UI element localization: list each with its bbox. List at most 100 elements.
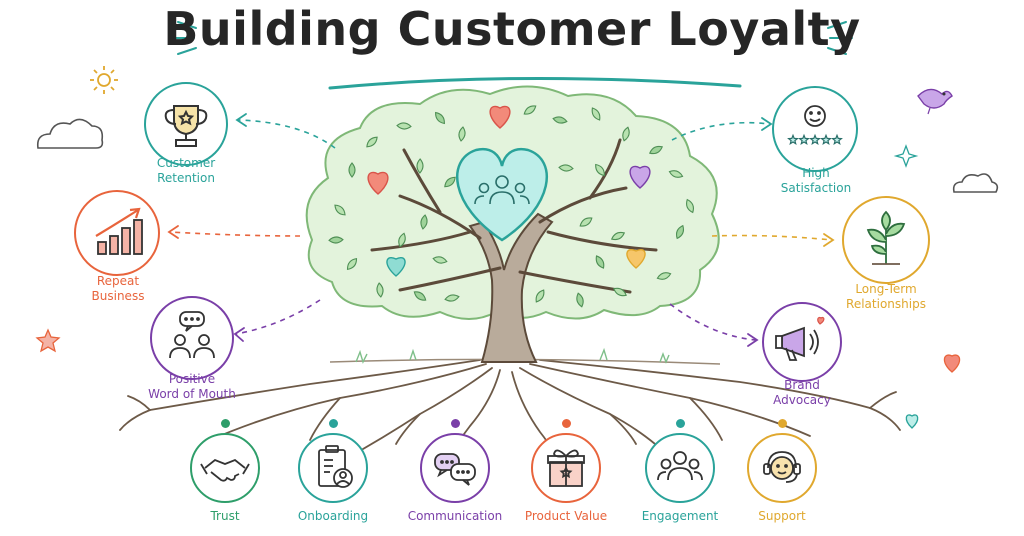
leaf bbox=[396, 122, 412, 130]
leaf bbox=[610, 231, 626, 241]
leaf bbox=[458, 126, 466, 142]
leaf bbox=[656, 272, 672, 280]
smiley-stars-icon bbox=[787, 105, 843, 146]
star-icon bbox=[787, 133, 799, 146]
outcome-label: High bbox=[802, 166, 830, 180]
outcome-label: Satisfaction bbox=[780, 181, 852, 195]
heart-icon bbox=[386, 257, 406, 277]
root-node-label: Product Value bbox=[524, 509, 608, 523]
leaf bbox=[523, 105, 537, 115]
root-node-label: Support bbox=[758, 509, 806, 523]
connector-lines bbox=[169, 119, 833, 341]
root-node-ring bbox=[645, 433, 715, 503]
leaf bbox=[595, 163, 605, 177]
bird-icon bbox=[917, 88, 953, 115]
page-title: Building Customer Loyalty bbox=[163, 2, 861, 56]
megaphone-icon bbox=[775, 316, 825, 361]
leaf bbox=[435, 111, 445, 125]
root-node-dot bbox=[328, 419, 338, 428]
outcome-label: Relationships bbox=[846, 297, 926, 311]
outcome-label: Customer bbox=[156, 156, 216, 170]
title-flourish-right bbox=[827, 21, 853, 55]
star-icon bbox=[831, 133, 843, 146]
sun-icon bbox=[90, 66, 118, 94]
outcome-label: Word of Mouth bbox=[148, 387, 236, 401]
root-node-label: Onboarding bbox=[297, 509, 369, 523]
outcome-label: Business bbox=[91, 289, 145, 303]
tree-leaves bbox=[328, 105, 694, 308]
heart-icon bbox=[489, 105, 511, 129]
heart-icon bbox=[626, 249, 646, 269]
leaf bbox=[420, 214, 428, 230]
root-node-dot bbox=[450, 419, 460, 428]
leaf bbox=[535, 289, 545, 303]
growth-chart-icon bbox=[95, 207, 143, 255]
heart-icon bbox=[629, 165, 651, 189]
outcome-label: Retention bbox=[157, 171, 215, 185]
grass bbox=[355, 347, 670, 364]
star-icon bbox=[798, 133, 810, 146]
clipboard-user-icon bbox=[318, 445, 353, 488]
connector-arrowheads bbox=[167, 113, 835, 347]
leaf bbox=[591, 107, 601, 121]
trophy-icon bbox=[164, 105, 208, 147]
leaf bbox=[552, 116, 568, 124]
leaf bbox=[444, 176, 456, 188]
star-icon bbox=[35, 328, 61, 353]
root-node-label: Engagement bbox=[641, 509, 719, 523]
leaf bbox=[376, 282, 384, 298]
leaf bbox=[398, 232, 406, 248]
root-node-dot bbox=[777, 419, 787, 428]
heart-icon bbox=[367, 171, 389, 195]
heart-group-icon bbox=[455, 147, 549, 242]
root-node-ring bbox=[298, 433, 368, 503]
leaf bbox=[328, 236, 344, 244]
cloud-icon bbox=[36, 118, 104, 149]
outcome-label: Brand bbox=[784, 378, 820, 392]
sparkle-icon bbox=[893, 144, 919, 168]
leaf bbox=[558, 164, 574, 172]
leaf bbox=[334, 204, 346, 216]
group-icon bbox=[657, 451, 703, 481]
outcome-label: Positive bbox=[168, 372, 216, 386]
leaf bbox=[686, 198, 694, 214]
root-node-ring bbox=[190, 433, 260, 503]
leaf bbox=[579, 217, 593, 227]
tree-trunk bbox=[468, 212, 554, 363]
root-node-dot bbox=[675, 419, 685, 428]
root-node-label: Communication bbox=[407, 509, 503, 523]
leaf bbox=[348, 162, 356, 178]
star-icon bbox=[809, 133, 821, 146]
cloud-icon bbox=[952, 173, 999, 193]
leaf bbox=[649, 145, 663, 155]
chat-people-icon bbox=[169, 311, 215, 359]
title-flourish-left bbox=[171, 21, 197, 55]
handshake-icon bbox=[200, 458, 250, 482]
root-node-ring bbox=[531, 433, 601, 503]
headset-icon bbox=[763, 451, 801, 483]
leaf bbox=[413, 291, 427, 301]
leaf bbox=[595, 255, 605, 269]
root-node-label: Trust bbox=[210, 509, 240, 523]
leaf bbox=[622, 126, 630, 142]
leaf bbox=[416, 158, 424, 174]
outcome-label: Long-Term bbox=[855, 282, 917, 296]
leaf bbox=[668, 170, 684, 178]
root-node-ring bbox=[747, 433, 817, 503]
sprout-icon bbox=[866, 210, 906, 265]
leaf bbox=[444, 294, 460, 302]
star-icon bbox=[820, 133, 832, 146]
leaf bbox=[675, 224, 685, 240]
outcome-label: Advocacy bbox=[773, 393, 831, 407]
chat-bubbles-icon bbox=[434, 453, 476, 486]
root-node-dot bbox=[561, 419, 571, 428]
gift-box-icon bbox=[547, 449, 585, 487]
leaf bbox=[613, 287, 627, 297]
leaf bbox=[346, 257, 358, 271]
root-node-ring bbox=[420, 433, 490, 503]
outcome-label: Repeat bbox=[96, 274, 140, 288]
heart-icon bbox=[905, 414, 919, 429]
leaf bbox=[366, 136, 378, 148]
leaf bbox=[432, 256, 448, 264]
